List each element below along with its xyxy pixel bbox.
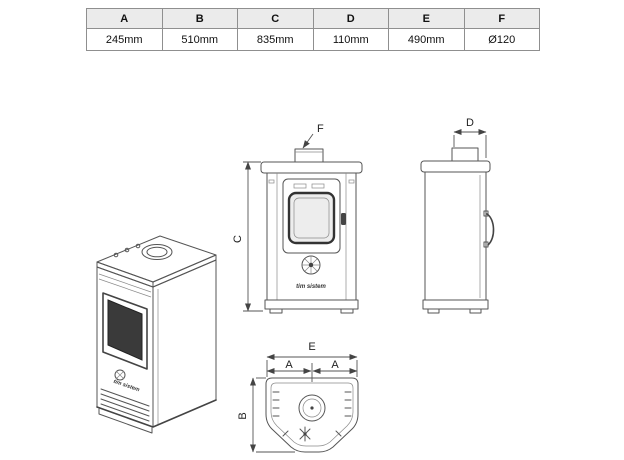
door-latch [341,213,346,225]
stove-door-front [282,178,341,254]
dimension-D: D [453,117,487,158]
left-pillar-vent [268,179,275,184]
stove-side-face [152,259,217,428]
value-c: 835mm [237,28,314,51]
col-header-c: C [237,8,314,29]
dimension-label-A-right: A [331,359,339,371]
side-view: D [420,117,495,314]
top-plate-edge-right [152,254,217,288]
top-plate-side [420,160,491,173]
warming-shelf-lines [98,273,152,298]
right-foot-side [469,308,482,314]
technical-drawing: tim sistem F [96,117,495,453]
col-header-a: A [86,8,163,29]
stove-base-plinth [98,408,153,434]
value-a: 245mm [86,28,163,51]
col-header-e: E [388,8,465,29]
stove-body-side [424,171,487,301]
flue-hole-bottom [298,394,326,422]
vent-slots-right [335,391,352,437]
bottom-view: E A A B [237,341,359,453]
door-glass-front [287,191,336,245]
flue-collar-front [294,148,324,163]
vent-slots-left [272,391,289,437]
brand-label-perspective: tim sistem [112,379,140,394]
door-vent-slot-left [293,183,307,189]
bottom-outline [265,377,359,453]
flue-collar-perspective [141,244,173,260]
dimension-label-C: C [232,235,244,243]
fan-symbol [299,426,311,442]
value-b: 510mm [161,28,238,51]
dimension-A-right: A [312,359,358,374]
col-header-f: F [463,8,540,29]
dimension-label-A-left: A [285,359,293,371]
dimension-label-D: D [466,117,474,129]
perspective-view: tim sistem [96,235,217,434]
stove-base-side [422,299,489,310]
dimension-label-B: B [237,412,249,419]
dimension-header-row: A B C D E F [86,8,540,29]
front-view: F tim sistem [232,123,363,314]
left-foot-side [427,308,440,314]
value-f: Ø120 [463,28,540,51]
air-damper-front [301,255,321,275]
air-damper-perspective [114,369,126,381]
stove-base-perspective [96,399,217,428]
door-handle-side [483,210,495,248]
top-plate-front [260,161,363,174]
value-e: 490mm [388,28,465,51]
door-glass-perspective [107,299,143,361]
dimension-B: B [237,377,295,453]
dimension-A-left: A [266,359,312,374]
right-pillar-vent [348,179,355,184]
value-d: 110mm [312,28,389,51]
col-header-d: D [312,8,389,29]
brand-label-front: tim sistem [296,284,326,290]
top-vent-holes [113,243,141,258]
dimension-label-E: E [308,341,315,353]
door-vent-slot-right [311,183,325,189]
stove-door-perspective [102,292,148,370]
bottom-inner-outline [270,382,354,447]
flue-collar-side [451,147,479,162]
dimension-C: C [232,161,263,312]
door-glass-inner-frame [293,197,330,239]
dimensions-table: A B C D E F 245mm 510mm 835mm 110mm 490m… [86,8,540,51]
flue-leader-line [302,133,314,149]
left-foot-front [269,308,283,314]
col-header-b: B [161,8,238,29]
dimension-value-row: 245mm 510mm 835mm 110mm 490mm Ø120 [86,28,540,51]
wood-shelf-slats [100,388,150,422]
stove-base-front [264,299,359,310]
dimension-label-F: F [317,123,324,135]
right-foot-front [340,308,354,314]
